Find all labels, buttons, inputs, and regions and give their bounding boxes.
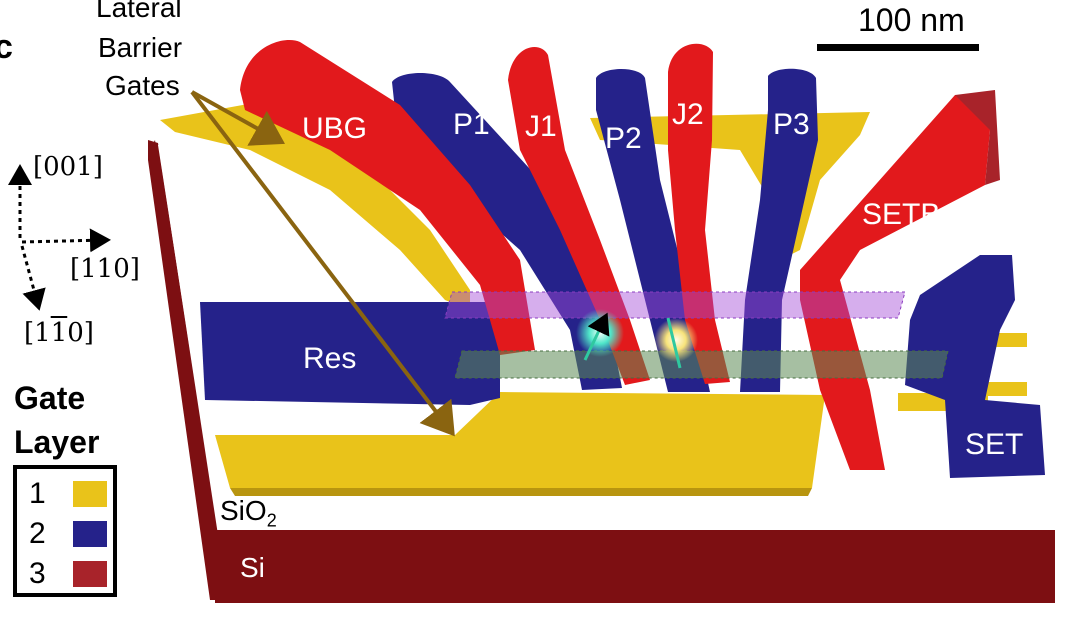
legend-item-number: 3 xyxy=(29,557,46,590)
legend-item: 1 xyxy=(25,477,115,511)
gate-label-res: Res xyxy=(303,342,357,375)
gate-label-p1: P1 xyxy=(453,108,490,141)
gate-label-j2: J2 xyxy=(672,98,704,131)
blue-res xyxy=(200,302,500,405)
legend-swatch-layer3 xyxy=(73,561,107,587)
legend-title-layer: Layer xyxy=(14,424,100,460)
gold-front-plate-edge xyxy=(230,488,812,496)
annotation-lateral: Lateral xyxy=(96,0,182,23)
legend-item-number: 1 xyxy=(29,477,46,510)
gate-label-p3: P3 xyxy=(773,108,810,141)
legend-swatch-layer2 xyxy=(73,521,107,547)
blue-p2 xyxy=(596,69,710,392)
si-front-face xyxy=(215,530,1055,603)
spin-arrow-1 xyxy=(583,312,610,361)
legend-box: 1 2 3 xyxy=(13,465,117,597)
legend-item-number: 2 xyxy=(29,517,46,550)
gate-label-p2: P2 xyxy=(605,122,642,155)
gold-set-bar-2 xyxy=(985,382,1027,396)
annotation-gates: Gates xyxy=(105,70,180,101)
purple-overlay-strip xyxy=(444,291,906,319)
red-j1 xyxy=(508,47,650,386)
red-setb-dark xyxy=(955,90,1000,185)
blue-p3 xyxy=(740,68,818,392)
annotation-arrow-lower xyxy=(190,90,455,437)
scale-bar-line xyxy=(817,44,979,51)
axis-1bar10-arrow xyxy=(20,245,46,311)
spin-arrow-2 xyxy=(666,317,682,369)
axis-001-label: [001] xyxy=(33,152,103,182)
legend-item: 2 xyxy=(25,517,115,551)
gate-label-j1: J1 xyxy=(525,110,557,143)
red-ubg xyxy=(240,39,535,355)
annotation-barrier: Barrier xyxy=(98,32,183,63)
scale-bar-label: 100 nm xyxy=(858,2,965,38)
green-overlay-strip xyxy=(454,350,949,379)
si-left-slab xyxy=(148,140,218,600)
axis-110-label: [110] xyxy=(70,254,140,284)
legend-swatch-layer1 xyxy=(73,481,107,507)
blue-p1 xyxy=(392,73,622,390)
axis-1bar10-label: [110] xyxy=(24,318,94,348)
qubit-dot-yellow xyxy=(654,318,698,362)
axis-110-arrow xyxy=(21,228,111,253)
blue-set xyxy=(905,255,1045,478)
sio2-label: SiO2 xyxy=(220,495,277,531)
gate-label-ubg: UBG xyxy=(302,112,368,145)
legend-item: 3 xyxy=(25,557,115,591)
legend-title-gate: Gate xyxy=(14,380,86,416)
qubit-dot-cyan xyxy=(576,309,624,357)
gate-label-setb: SETB xyxy=(862,198,941,231)
annotation-arrow-upper xyxy=(191,90,285,146)
gate-label-set: SET xyxy=(965,428,1024,461)
si-label: Si xyxy=(240,552,265,583)
red-j2 xyxy=(668,43,730,384)
gold-front-plate xyxy=(215,392,825,488)
panel-label: c xyxy=(0,28,13,66)
